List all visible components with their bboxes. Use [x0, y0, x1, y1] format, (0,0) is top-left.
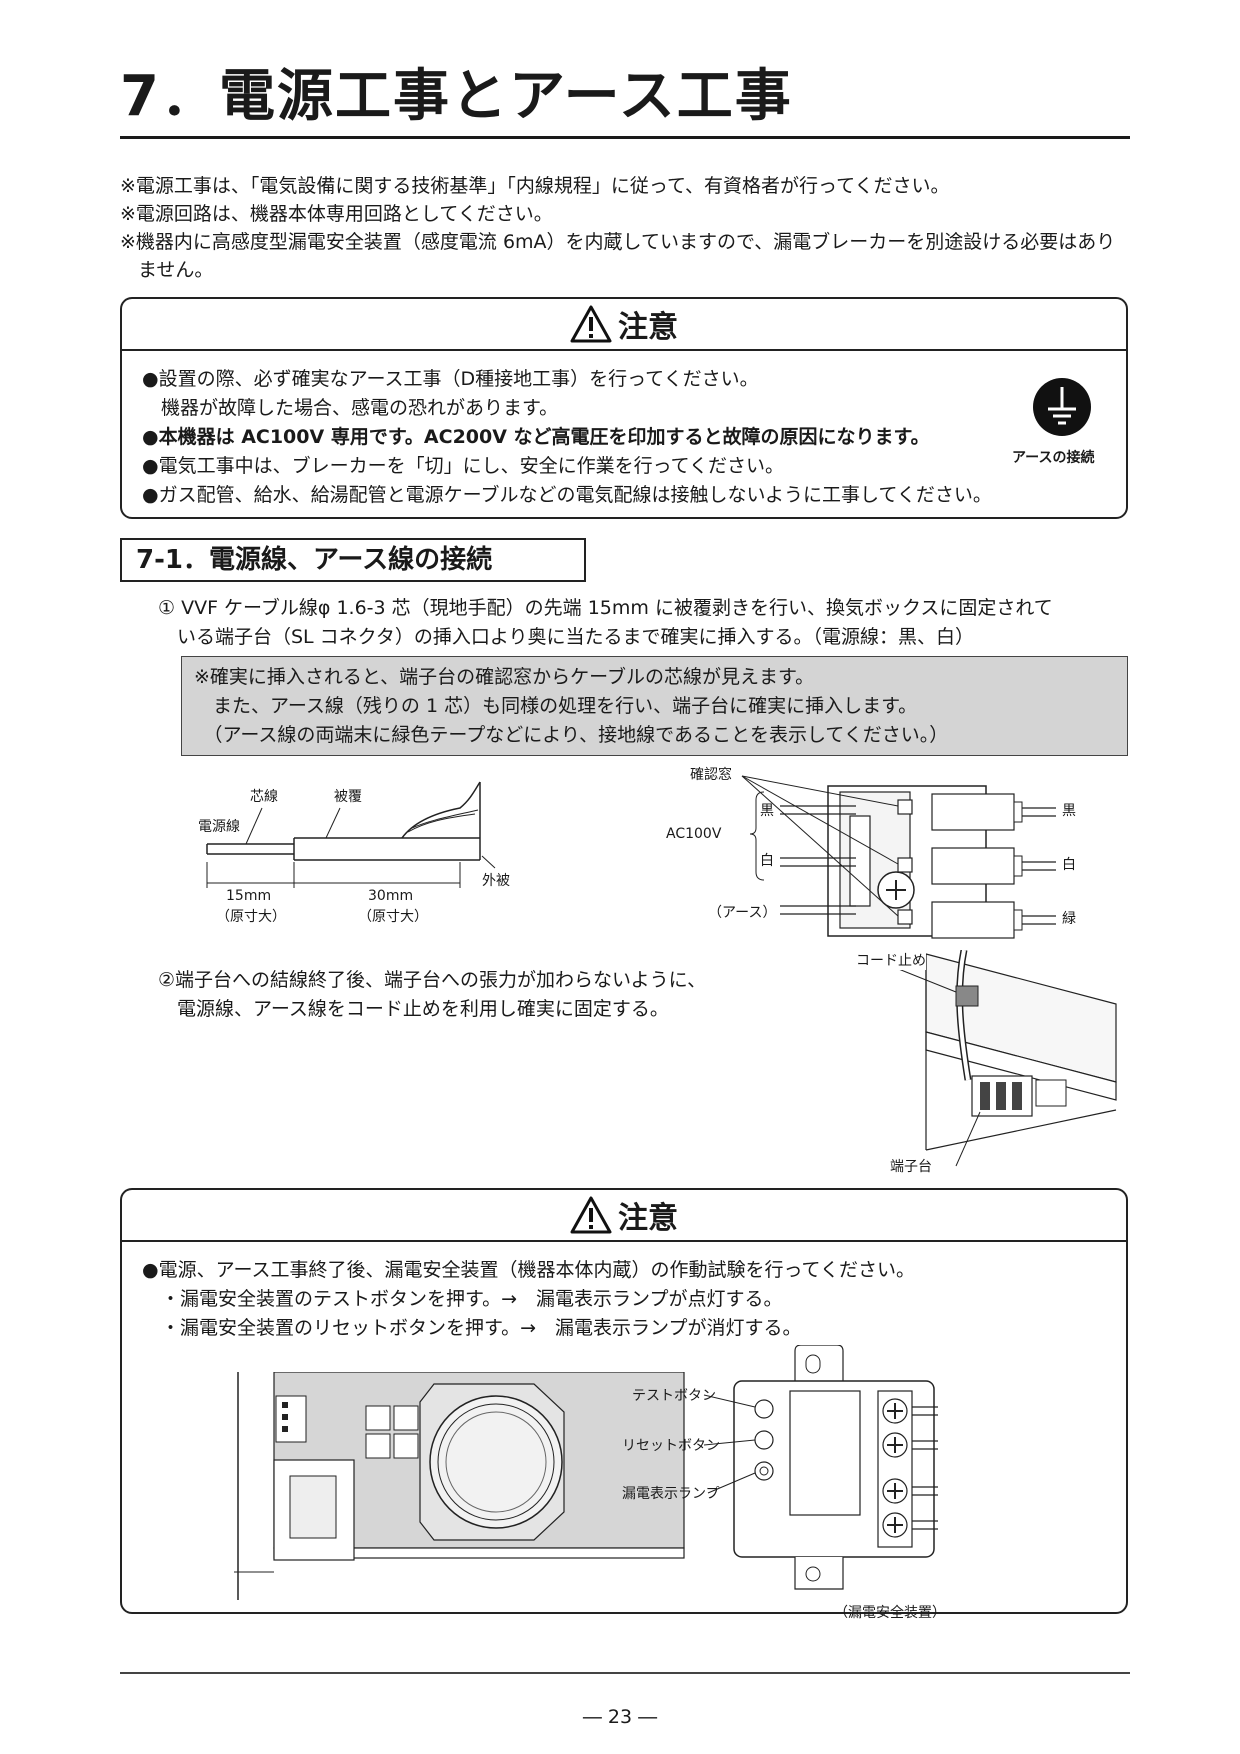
reset-button-label: リセットボタン — [622, 1438, 720, 1454]
cord-stop-label: コード止め — [856, 950, 926, 970]
footer-rule — [120, 1672, 1130, 1674]
unit-interior-drawing — [234, 1372, 685, 1600]
caution2-line-2: ・漏電安全装置のテストボタンを押す。→ 漏電表示ランプが点灯する。 — [142, 1288, 783, 1310]
caution-body-2: ●電源、アース工事終了後、漏電安全装置（機器本体内蔵）の作動試験を行ってください… — [122, 1242, 1126, 1351]
cord-fix-figure: コード止め 端子台 — [856, 950, 1126, 1176]
note-1: ※電源工事は、「電気設備に関する技術基準」「内線規程」に従って、有資格者が行って… — [120, 175, 950, 197]
page-number: ― 23 ― — [582, 1706, 658, 1728]
caution1-line-4: ●電気工事中は、ブレーカーを「切」にし、安全に作業を行ってください。 — [142, 455, 785, 477]
ac100v-label: AC100V — [666, 826, 722, 842]
step1-line-2: いる端子台（SL コネクタ）の挿入口より奥に当たるまで確実に挿入する。（電源線：… — [158, 626, 975, 648]
caution1-line-1: ●設置の際、必ず確実なアース工事（D種接地工事）を行ってください。 — [142, 368, 759, 390]
core-wire-label: 芯線 — [250, 789, 278, 805]
section-title: 7-1．電源線、アース線の接続 — [120, 538, 586, 582]
caution2-line-3: ・漏電安全装置のリセットボタンを押す。→ 漏電表示ランプが消灯する。 — [142, 1317, 802, 1339]
test-button-label: テストボタン — [632, 1388, 716, 1404]
black-in-label: 黒 — [760, 803, 774, 819]
step2-line-2: 電源線、アース線をコード止めを利用し確実に固定する。 — [158, 998, 669, 1020]
caution-box-1: 注意 ●設置の際、必ず確実なアース工事（D種接地工事）を行ってください。 機器が… — [120, 297, 1128, 519]
cable-strip-figure: 芯線 被覆 電源線 外被 15mm （原寸大） 30mm （原寸大） — [190, 780, 530, 940]
note-box-line-1: ※確実に挿入されると、端子台の確認窓からケーブルの芯線が見えます。 — [194, 666, 815, 688]
step1-line-1: ① VVF ケーブル線φ 1.6-3 芯（現地手配）の先端 15mm に被覆剥き… — [158, 597, 1053, 619]
white-in-label: 白 — [760, 853, 774, 869]
note-3: ※機器内に高感度型漏電安全装置（感度電流 6mA）を内蔵していますので、漏電ブレ… — [120, 231, 1116, 281]
warning-triangle-icon — [570, 305, 612, 343]
black-out-label: 黒 — [1062, 803, 1076, 819]
caution1-line-2: 機器が故障した場合、感電の恐れがあります。 — [142, 397, 559, 419]
terminal-block-figure: 確認窓 黒 白 AC100V （アース） 黒 白 緑 — [660, 762, 1100, 952]
step-2: ②端子台への結線終了後、端子台への張力が加わらないように、 電源線、アース線をコ… — [158, 966, 706, 1024]
page-title: 7．電源工事とアース工事 — [120, 64, 793, 129]
cord-fix-drawing — [865, 950, 1117, 1167]
caution-heading-2: 注意 — [122, 1190, 1126, 1242]
caution-label-2: 注意 — [618, 1201, 678, 1236]
device-caption: （漏電安全装置） — [834, 1605, 946, 1621]
caution2-line-1: ●電源、アース工事終了後、漏電安全装置（機器本体内蔵）の作動試験を行ってください… — [142, 1259, 915, 1281]
outer-sheath-label: 外被 — [482, 873, 510, 889]
leakage-device-figure: テストボタン リセットボタン 漏電表示ランプ — [622, 1345, 1042, 1600]
step2-line-1: ②端子台への結線終了後、端子台への張力が加わらないように、 — [158, 969, 707, 991]
confirm-window-label: 確認窓 — [690, 767, 732, 783]
white-out-label: 白 — [1062, 857, 1076, 873]
note-2: ※電源回路は、機器本体専用回路としてください。 — [120, 203, 553, 225]
terminal-block-drawing — [741, 775, 1056, 939]
terminal-label: 端子台 — [890, 1156, 932, 1176]
notes: ※電源工事は、「電気設備に関する技術基準」「内線規程」に従って、有資格者が行って… — [120, 172, 1132, 284]
insertion-note-box: ※確実に挿入されると、端子台の確認窓からケーブルの芯線が見えます。 また、アース… — [181, 656, 1128, 756]
leak-lamp-label: 漏電表示ランプ — [622, 1486, 720, 1502]
caution-label-1: 注意 — [618, 310, 678, 345]
note-box-line-3: （アース線の両端末に緑色テープなどにより、接地線であることを表示してください。） — [194, 724, 949, 746]
dim-30mm-note: （原寸大） — [358, 909, 428, 925]
title-rule — [120, 136, 1130, 139]
caution1-line-5: ●ガス配管、給水、給湯配管と電源ケーブルなどの電気配線は接触しないように工事して… — [142, 484, 992, 506]
sheath-label: 被覆 — [334, 789, 362, 805]
green-out-label: 緑 — [1062, 911, 1076, 927]
dim-30mm: 30mm — [368, 888, 414, 904]
ground-label: アースの接続 — [1012, 450, 1095, 466]
ground-icon — [1033, 378, 1091, 436]
warning-triangle-icon — [570, 1196, 612, 1234]
leakage-device-drawing — [703, 1345, 938, 1590]
caution-body-1: ●設置の際、必ず確実なアース工事（D種接地工事）を行ってください。 機器が故障し… — [122, 351, 1126, 518]
caution-box-2: 注意 ●電源、アース工事終了後、漏電安全装置（機器本体内蔵）の作動試験を行ってく… — [120, 1188, 1128, 1621]
note-box-line-2: また、アース線（残りの 1 芯）も同様の処理を行い、端子台に確実に挿入します。 — [194, 695, 918, 717]
dim-15mm-note: （原寸大） — [216, 909, 286, 925]
earth-label: （アース） — [708, 905, 777, 921]
cable-drawing — [206, 781, 496, 888]
step-1: ① VVF ケーブル線φ 1.6-3 芯（現地手配）の先端 15mm に被覆剥き… — [158, 594, 1053, 652]
dim-15mm: 15mm — [226, 888, 272, 904]
caution-heading-1: 注意 — [122, 299, 1126, 351]
caution1-line-3: ●本機器は AC100V 専用です。AC200V など高電圧を印加すると故障の原… — [142, 426, 930, 448]
power-line-label: 電源線 — [198, 819, 240, 835]
